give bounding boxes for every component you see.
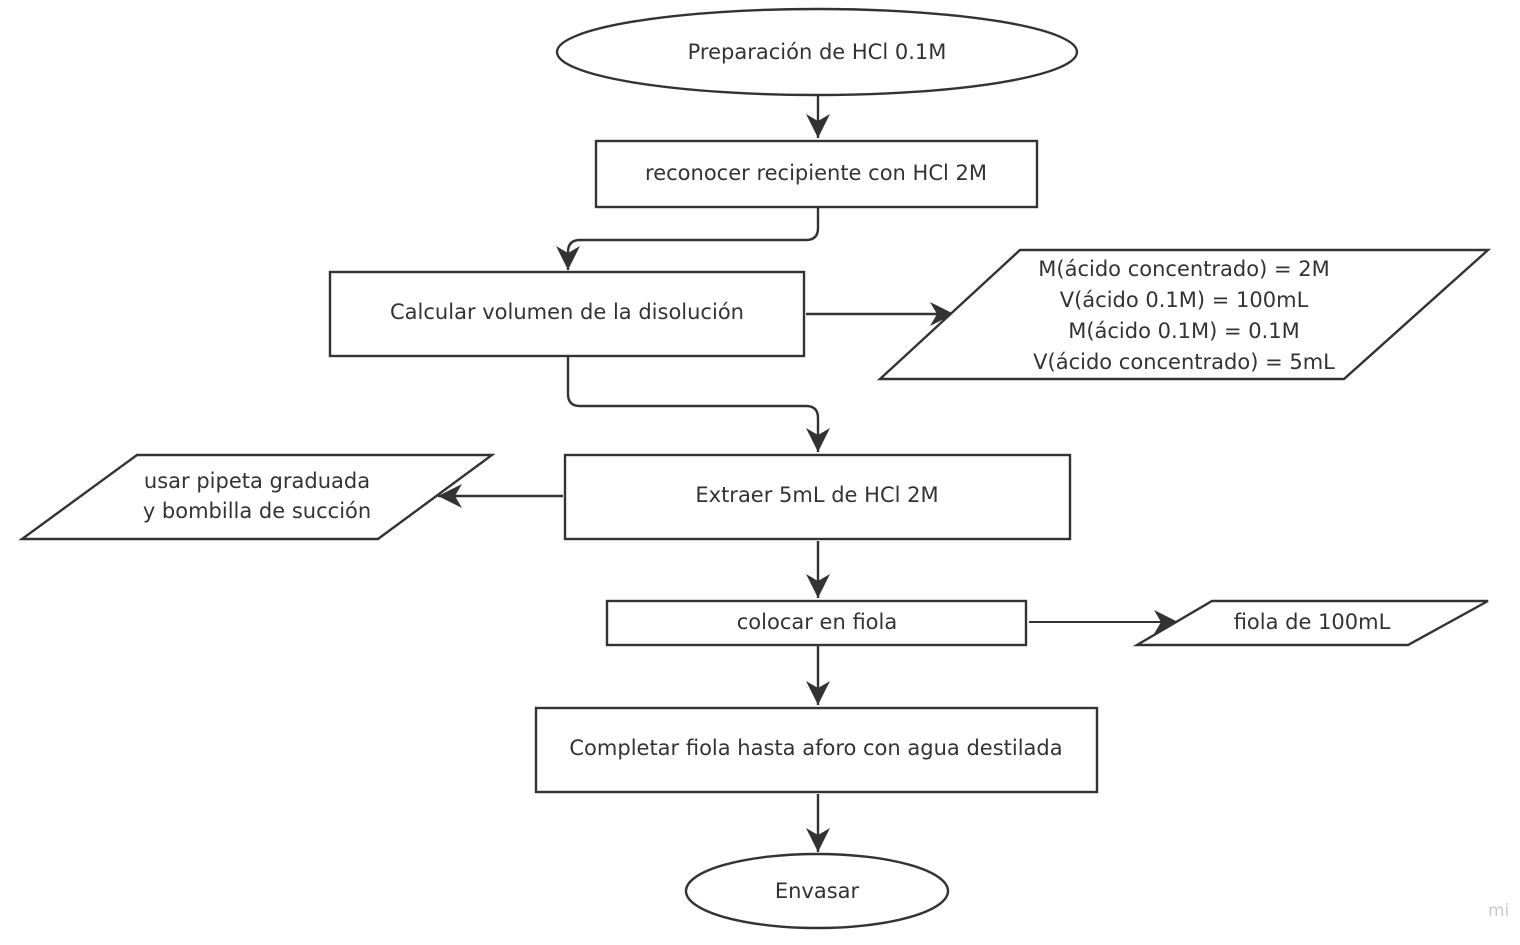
recognize-label: reconocer recipiente con HCl 2M <box>645 161 987 185</box>
data-shape <box>876 248 1492 381</box>
start-label: Preparación de HCl 0.1M <box>688 40 947 64</box>
data-line-4: V(ácido concentrado) = 5mL <box>1033 350 1335 374</box>
pipette-shape <box>18 453 496 541</box>
calculate-node: Calcular volumen de la disolución <box>328 270 806 358</box>
flask-label: fiola de 100mL <box>1234 610 1391 634</box>
end-label: Envasar <box>775 879 860 903</box>
end-shape <box>684 852 950 930</box>
pipette-node: usar pipeta graduada y bombilla de succi… <box>18 453 496 541</box>
complete-node: Completar fiola hasta aforo con agua des… <box>534 706 1099 794</box>
recognize-shape <box>594 139 1039 209</box>
watermark: mi <box>1488 901 1509 921</box>
connectors <box>438 95 1178 852</box>
extract-label: Extraer 5mL de HCl 2M <box>695 483 938 507</box>
pipette-line-1: usar pipeta graduada <box>144 469 370 493</box>
complete-shape <box>534 706 1099 794</box>
data-line-2: V(ácido 0.1M) = 100mL <box>1060 288 1309 312</box>
connector-recognize-to-calculate <box>556 208 820 270</box>
flask-shape <box>1132 599 1489 647</box>
calculate-label: Calcular volumen de la disolución <box>390 300 744 324</box>
connector-calculate-to-extract <box>566 357 830 452</box>
start-node: Preparación de HCl 0.1M <box>555 7 1079 97</box>
calculate-shape <box>328 270 806 358</box>
data-line-3: M(ácido 0.1M) = 0.1M <box>1068 319 1300 343</box>
start-shape <box>555 7 1079 97</box>
end-node: Envasar <box>684 852 950 930</box>
extract-shape <box>563 453 1072 541</box>
complete-label: Completar fiola hasta aforo con agua des… <box>569 736 1062 760</box>
pipette-line-2: y bombilla de succión <box>143 499 371 523</box>
data-line-1: M(ácido concentrado) = 2M <box>1038 257 1329 281</box>
place-label: colocar en fiola <box>737 610 897 634</box>
place-shape <box>605 599 1028 647</box>
flask-node: fiola de 100mL <box>1132 599 1489 647</box>
recognize-node: reconocer recipiente con HCl 2M <box>594 139 1039 209</box>
data-node: M(ácido concentrado) = 2M V(ácido 0.1M) … <box>876 248 1492 381</box>
extract-node: Extraer 5mL de HCl 2M <box>563 453 1072 541</box>
place-node: colocar en fiola <box>605 599 1028 647</box>
